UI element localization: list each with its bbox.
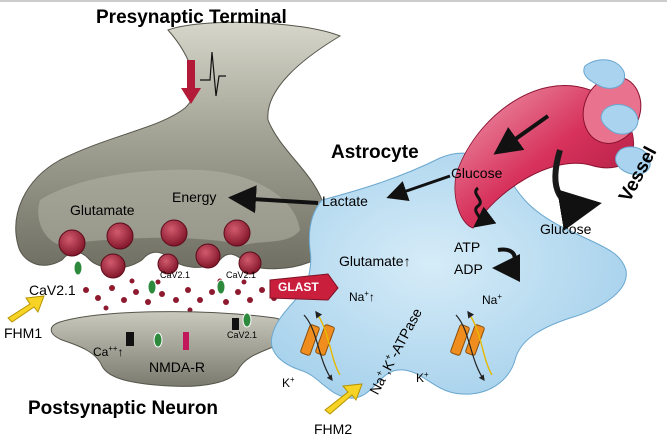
glutamate-presynaptic-label: Glutamate	[70, 202, 135, 218]
postsynaptic-title: Postsynaptic Neuron	[28, 398, 219, 419]
cav21-left-label: CaV2.1	[160, 270, 191, 280]
presynaptic-title: Presynaptic Terminal	[96, 7, 287, 28]
potassium-right-label: K+	[416, 370, 429, 385]
sodium-astrocyte-label: Na+↑	[349, 289, 375, 304]
glutamate-astrocyte-label: Glutamate↑	[339, 254, 411, 268]
na-k-pumps	[300, 310, 493, 381]
atp-label: ATP	[454, 239, 481, 255]
potassium-left-text: K	[282, 376, 291, 390]
sodium-pump-text: Na	[482, 293, 498, 307]
cav21-main-label: CaV2.1	[29, 282, 76, 298]
postsynaptic-neuron-shape	[50, 311, 293, 387]
energy-label: Energy	[172, 189, 217, 205]
blood-vessel	[454, 59, 651, 231]
sodium-astrocyte-text: Na	[349, 290, 365, 304]
glast-transporter	[269, 273, 339, 301]
calcium-charge: ++	[108, 344, 118, 354]
glutamate-molecules	[83, 278, 285, 313]
calcium-label: Ca++↑	[93, 344, 124, 359]
glucose-vessel-label: Glucose	[540, 221, 592, 237]
lactate-label: Lactate	[322, 193, 368, 209]
glutamate-up-arrow: ↑	[403, 253, 411, 269]
astrocyte-title: Astrocyte	[331, 142, 419, 163]
sodium-up-arrow: ↑	[368, 290, 375, 304]
action-potential-arrow	[181, 51, 226, 104]
cav21-right-label: CaV2.1	[226, 270, 257, 280]
potassium-left-charge: +	[290, 375, 295, 385]
glast-label: GLAST	[278, 280, 319, 294]
calcium-up-arrow: ↑	[117, 345, 124, 359]
potassium-right-charge: +	[424, 370, 429, 380]
nmda-receptor-label: NMDA-R	[149, 359, 205, 375]
metabolic-arrows	[228, 114, 550, 282]
glutamate-vesicles	[58, 219, 262, 279]
adp-label: ADP	[454, 261, 483, 277]
potassium-right-text: K	[416, 371, 425, 385]
fhm-arrows	[7, 295, 363, 415]
potassium-left-label: K+	[282, 375, 295, 390]
glucose-astrocyte-label: Glucose	[451, 165, 503, 181]
sodium-pump-charge: +	[497, 292, 502, 302]
fhm2-label: FHM2	[314, 421, 353, 437]
ion-channels	[73, 260, 252, 350]
glutamate-astrocyte-text: Glutamate	[339, 253, 404, 269]
calcium-text: Ca	[93, 345, 109, 359]
sodium-pump-label: Na+	[482, 292, 502, 307]
cav21-post-label: CaV2.1	[227, 330, 258, 340]
fhm1-label: FHM1	[4, 325, 43, 341]
sodium-astrocyte-charge: +	[364, 289, 369, 299]
